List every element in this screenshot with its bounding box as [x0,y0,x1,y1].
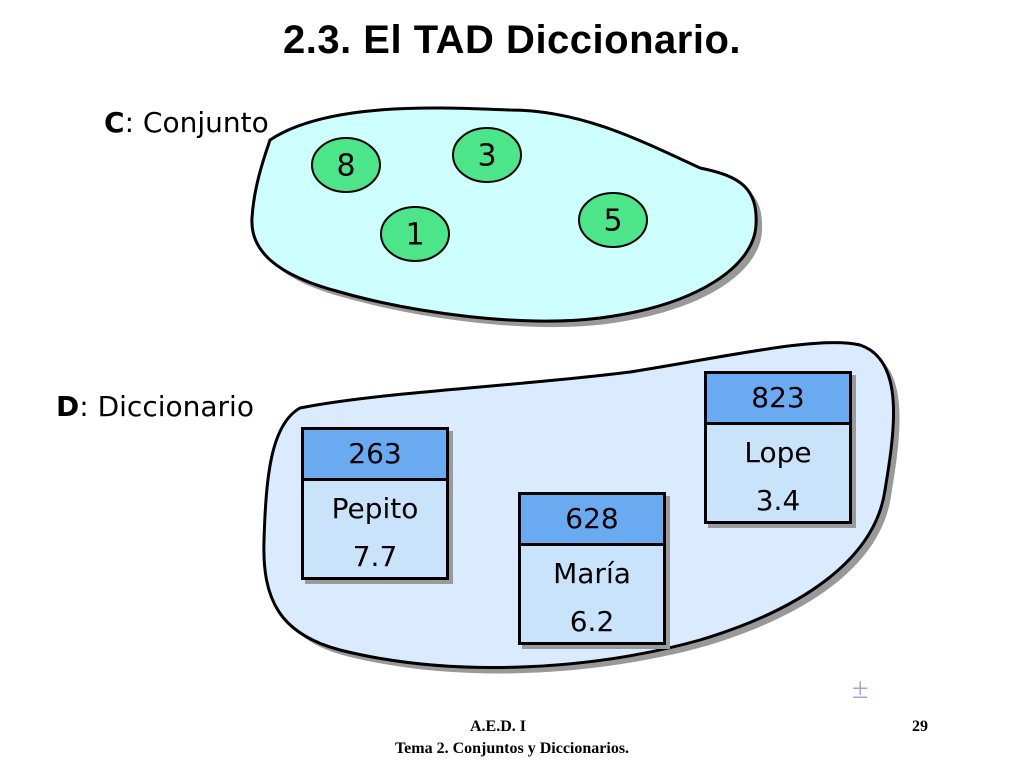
footer-page-number: 29 [912,718,928,735]
dictionary-entry: 263 Pepito 7.7 [301,427,449,580]
set-c-element: 5 [578,192,648,248]
set-c-element: 3 [452,127,522,183]
svg-text:3: 3 [477,139,496,174]
entry-name: Lope [744,436,812,469]
entry-name: Pepito [331,492,419,525]
set-c-element: 1 [380,206,450,262]
set-d-letter: D [56,390,80,423]
entry-key: 823 [707,374,849,425]
svg-text:8: 8 [336,149,355,184]
slide-title: 2.3. El TAD Diccionario. [282,18,742,62]
set-c-name: : Conjunto [124,106,269,139]
set-c-letter: C [104,106,125,139]
entry-value: 3.4 [755,484,801,517]
set-d-name: : Diccionario [79,390,254,423]
dictionary-entry: 823 Lope 3.4 [704,371,852,524]
set-c-element: 8 [311,137,381,193]
entry-name: María [553,557,631,590]
entry-value: 7.7 [352,540,398,573]
svg-text:1: 1 [405,218,424,253]
entry-value: 6.2 [569,605,615,638]
set-c-label: C: Conjunto [104,106,269,139]
entry-key: 263 [304,430,446,481]
svg-text:5: 5 [603,204,622,239]
footer-course: A.E.D. I [470,718,527,735]
plus-minus-link[interactable]: ± [852,672,869,705]
dictionary-entry: 628 María 6.2 [518,492,666,645]
set-d-label: D: Diccionario [56,390,254,423]
entry-key: 628 [521,495,663,546]
footer-topic: Tema 2. Conjuntos y Diccionarios. [394,740,630,757]
